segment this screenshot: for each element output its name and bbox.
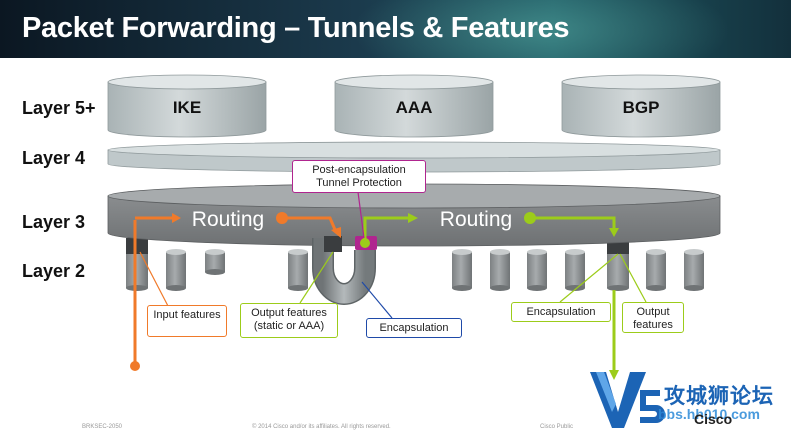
routing-label-left: Routing — [192, 208, 264, 231]
output-features-right-callout: Output features — [622, 302, 684, 333]
footer-session-id: BRKSEC-2050 — [82, 424, 123, 430]
input-features-callout: Input features — [147, 305, 227, 337]
service-label-ike: IKE — [173, 98, 201, 117]
layer5-label: Layer 5+ — [22, 98, 96, 118]
watermark-logo — [590, 372, 665, 428]
pillar — [527, 249, 547, 291]
service-label-bgp: BGP — [623, 98, 660, 117]
pillar — [565, 249, 585, 291]
service-label-aaa: AAA — [396, 98, 433, 117]
layer2-label: Layer 2 — [22, 261, 86, 281]
service-drum-aaa — [334, 74, 494, 138]
watermark-url: bbs.hh010.com — [658, 406, 760, 422]
layer3-label: Layer 3 — [22, 212, 86, 232]
cisco-brand: Cisco — [694, 411, 733, 427]
post-encap-callout: Post-encapsulation Tunnel Protection — [292, 160, 426, 193]
layer2-pillars — [126, 238, 704, 291]
slide-title: Packet Forwarding – Tunnels & Features — [22, 12, 570, 44]
output-features-static-callout: Output features (static or AAA) — [240, 303, 338, 338]
encapsulation-center-callout: Encapsulation — [366, 318, 462, 338]
pillar — [684, 249, 704, 291]
pillar — [646, 249, 666, 291]
service-drum-ike — [107, 74, 267, 138]
output-path — [360, 212, 619, 380]
pillar — [452, 249, 472, 291]
callout-leaders — [139, 191, 647, 319]
pillar — [166, 249, 186, 291]
pillar — [490, 249, 510, 291]
watermark-chinese: 攻城狮论坛 — [664, 385, 774, 408]
encapsulation-right-callout: Encapsulation — [511, 302, 611, 322]
title-glow — [351, 0, 731, 58]
pillar — [288, 249, 308, 291]
footer-classification: Cisco Public — [540, 424, 574, 430]
pillar-input — [126, 238, 148, 291]
routing-label-right: Routing — [440, 208, 512, 231]
service-drum-bgp — [561, 74, 721, 138]
title-bar: Packet Forwarding – Tunnels & Features — [0, 0, 791, 58]
input-path — [130, 212, 341, 371]
layer3-disc — [107, 183, 721, 247]
footer-copyright: © 2014 Cisco and/or its affiliates. All … — [252, 424, 391, 430]
layer4-label: Layer 4 — [22, 148, 86, 168]
pillar — [205, 249, 225, 275]
